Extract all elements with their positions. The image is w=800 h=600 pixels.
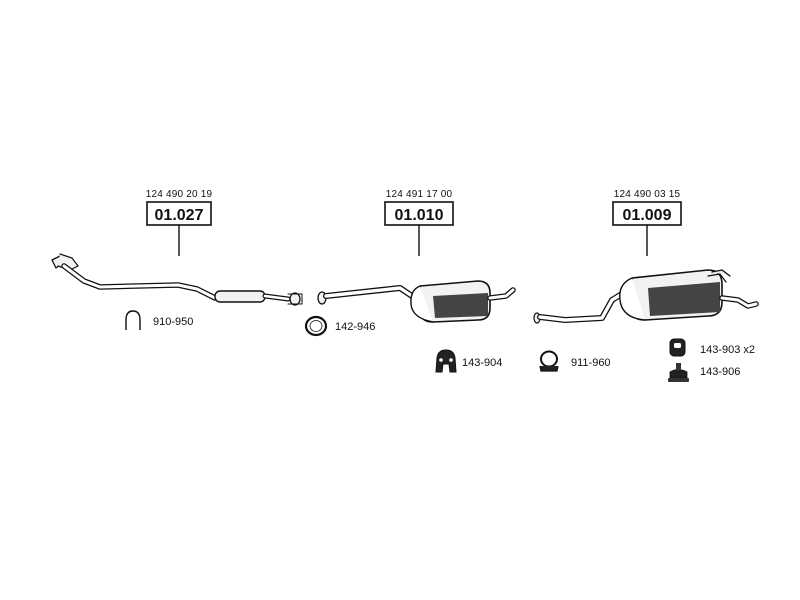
accessory-code-label: 143-906 [700,366,740,378]
accessory-911-960[interactable]: 911-960 [539,350,611,372]
accessory-143-906[interactable]: 143-906 [668,363,740,382]
oem-number-label: 124 490 03 15 [614,189,681,200]
accessory-142-946[interactable]: 142-946 [304,315,375,337]
accessory-910-950[interactable]: 910-950 [125,310,193,330]
assembly-front-pipe[interactable]: 124 490 20 19 01.027 [51,189,303,306]
part-code-label: 01.027 [155,207,204,224]
oem-number-label: 124 490 20 19 [146,189,213,200]
sealing-ring-icon [304,315,328,337]
u-bolt-clamp-icon [125,310,141,330]
accessory-code-label: 143-904 [462,357,502,369]
accessory-code-label: 911-960 [571,357,611,369]
rubber-hanger-icon [435,349,457,373]
oem-number-label: 124 491 17 00 [386,189,453,200]
accessory-143-903[interactable]: 143-903 x2 [669,338,755,357]
accessory-code-label: 910-950 [153,316,193,328]
assembly-middle-silencer[interactable]: 124 491 17 00 01.010 [317,189,516,323]
part-code-label: 01.010 [395,207,444,224]
pipe-clamp-icon [539,350,559,372]
accessory-code-label: 143-903 x2 [700,344,755,356]
assembly-rear-silencer[interactable]: 124 490 03 15 01.009 [533,189,759,324]
middle-silencer-part [317,280,516,323]
rear-silencer-part [533,269,759,324]
accessory-code-label: 142-946 [335,321,375,333]
front-pipe-part [51,253,303,306]
part-code-label: 01.009 [623,207,672,224]
rubber-buffer-icon [668,363,689,382]
rubber-mount-icon [669,338,686,357]
accessory-143-904[interactable]: 143-904 [435,349,502,373]
